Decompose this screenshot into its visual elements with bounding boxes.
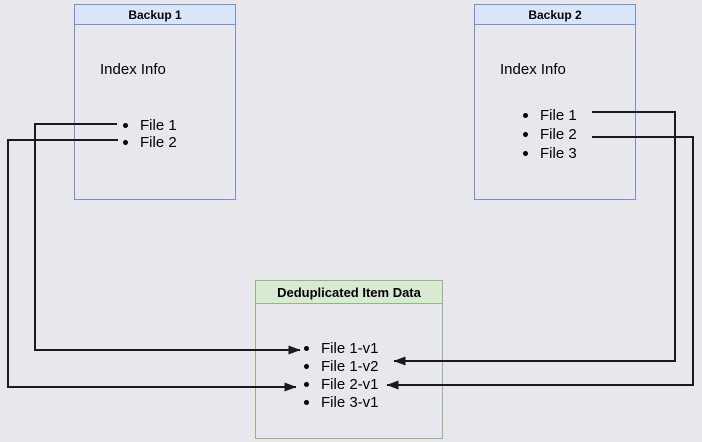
bullet-icon — [304, 399, 309, 405]
dedup-title: Deduplicated Item Data — [256, 281, 442, 304]
list-item: File 3 — [523, 144, 577, 163]
dedup-file1v1-label: File 1-v1 — [321, 339, 379, 357]
list-item: File 1-v1 — [304, 339, 379, 357]
backup1-file1-label: File 1 — [140, 117, 177, 134]
bullet-icon — [304, 345, 309, 351]
bullet-icon — [123, 123, 128, 128]
list-item: File 2 — [123, 134, 177, 151]
dedup-file1v2-label: File 1-v2 — [321, 357, 379, 375]
list-item: File 2 — [523, 125, 577, 144]
backup2-box: Backup 2 Index Info File 1 File 2 File 3 — [474, 4, 636, 200]
list-item: File 1 — [523, 106, 577, 125]
backup2-file2-label: File 2 — [540, 126, 577, 143]
backup1-title: Backup 1 — [75, 5, 235, 25]
backup2-file3-label: File 3 — [540, 145, 577, 162]
backup1-subtitle: Index Info — [100, 61, 166, 78]
dedup-file-list: File 1-v1 File 1-v2 File 2-v1 File 3-v1 — [304, 339, 379, 411]
bullet-icon — [523, 132, 528, 137]
bullet-icon — [123, 140, 128, 145]
list-item: File 1-v2 — [304, 357, 379, 375]
backup1-box: Backup 1 Index Info File 1 File 2 — [74, 4, 236, 200]
bullet-icon — [523, 151, 528, 156]
backup2-title: Backup 2 — [475, 5, 635, 25]
list-item: File 2-v1 — [304, 375, 379, 393]
bullet-icon — [523, 113, 528, 118]
backup2-subtitle: Index Info — [500, 61, 566, 78]
list-item: File 1 — [123, 117, 177, 134]
list-item: File 3-v1 — [304, 393, 379, 411]
dedup-box: Deduplicated Item Data File 1-v1 File 1-… — [255, 280, 443, 439]
backup2-file1-label: File 1 — [540, 107, 577, 124]
backup1-file-list: File 1 File 2 — [123, 117, 177, 151]
bullet-icon — [304, 363, 309, 369]
backup2-file-list: File 1 File 2 File 3 — [523, 106, 577, 163]
dedup-file3v1-label: File 3-v1 — [321, 393, 379, 411]
backup1-file2-label: File 2 — [140, 134, 177, 151]
bullet-icon — [304, 381, 309, 387]
dedup-file2v1-label: File 2-v1 — [321, 375, 379, 393]
